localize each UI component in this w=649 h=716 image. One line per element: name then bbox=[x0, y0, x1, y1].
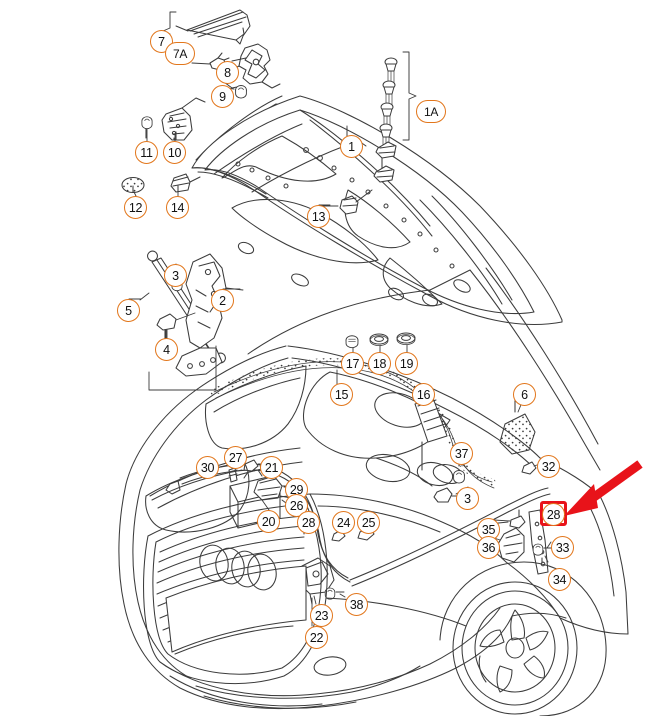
callout-23[interactable]: 23 bbox=[310, 604, 333, 627]
callout-16[interactable]: 16 bbox=[412, 383, 435, 406]
callout-6[interactable]: 6 bbox=[513, 383, 536, 406]
callout-12[interactable]: 12 bbox=[124, 196, 147, 219]
callout-36[interactable]: 36 bbox=[477, 536, 500, 559]
callout-26[interactable]: 26 bbox=[285, 494, 308, 517]
callout-28-highlighted[interactable]: 28 bbox=[542, 503, 565, 526]
callout-27[interactable]: 27 bbox=[224, 446, 247, 469]
callout-7a[interactable]: 7A bbox=[165, 42, 195, 65]
callout-38[interactable]: 38 bbox=[345, 593, 368, 616]
callout-2[interactable]: 2 bbox=[211, 289, 234, 312]
callout-17[interactable]: 17 bbox=[341, 352, 364, 375]
callout-3[interactable]: 3 bbox=[164, 264, 187, 287]
callout-24[interactable]: 24 bbox=[332, 511, 355, 534]
callout-25[interactable]: 25 bbox=[357, 511, 380, 534]
callout-20[interactable]: 20 bbox=[257, 510, 280, 533]
callout-30[interactable]: 30 bbox=[196, 456, 219, 479]
callout-19[interactable]: 19 bbox=[395, 352, 418, 375]
callout-9[interactable]: 9 bbox=[211, 85, 234, 108]
callout-28[interactable]: 28 bbox=[297, 511, 320, 534]
callout-37[interactable]: 37 bbox=[450, 442, 473, 465]
callout-4[interactable]: 4 bbox=[155, 338, 178, 361]
callout-5[interactable]: 5 bbox=[117, 299, 140, 322]
callout-18[interactable]: 18 bbox=[368, 352, 391, 375]
callout-32[interactable]: 32 bbox=[537, 455, 560, 478]
callout-34[interactable]: 34 bbox=[548, 568, 571, 591]
callout-13[interactable]: 13 bbox=[307, 205, 330, 228]
callout-33[interactable]: 33 bbox=[551, 536, 574, 559]
callout-10[interactable]: 10 bbox=[163, 141, 186, 164]
callout-11[interactable]: 11 bbox=[135, 141, 158, 164]
callout-15[interactable]: 15 bbox=[330, 383, 353, 406]
callout-1a[interactable]: 1A bbox=[416, 100, 446, 123]
callout-14[interactable]: 14 bbox=[166, 196, 189, 219]
callout-1[interactable]: 1 bbox=[340, 135, 363, 158]
callout-21[interactable]: 21 bbox=[260, 456, 283, 479]
callout-3[interactable]: 3 bbox=[456, 487, 479, 510]
callout-8[interactable]: 8 bbox=[216, 61, 239, 84]
callout-22[interactable]: 22 bbox=[305, 626, 328, 649]
